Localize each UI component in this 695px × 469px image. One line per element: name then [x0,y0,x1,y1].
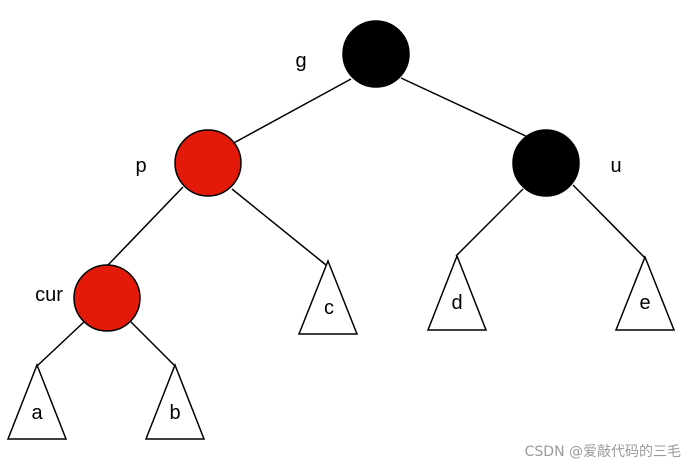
subtrees [6,253,676,440]
edge-g-p [229,78,352,146]
subtree-a-triangle [6,362,68,440]
subtree-e-triangle [614,254,676,331]
subtree-a-label: a [31,402,43,424]
subtree-d-triangle [426,253,488,331]
subtree-b-triangle [144,362,206,440]
subtree-c-triangle [297,258,359,335]
watermark: CSDN @爱敲代码的三毛 [524,444,681,460]
edge-p-c [231,188,327,266]
node-cur [73,264,141,332]
node-g-label: g [295,50,306,72]
tree-edges [36,77,646,367]
edge-cur-a [36,320,86,367]
node-p [174,129,242,197]
edge-p-cur [107,186,184,266]
subtree-d-label: d [451,292,462,314]
node-u [512,129,580,197]
subtree-b-label: b [169,402,180,424]
node-u-label: u [610,155,621,177]
subtree-e-label: e [639,292,650,314]
node-g [342,20,410,88]
edge-u-d [455,188,524,257]
node-cur-label: cur [35,284,63,306]
edge-g-u [400,77,531,139]
node-p-label: p [135,155,146,177]
edge-u-e [572,184,646,259]
subtree-c-label: c [324,297,334,319]
edge-cur-b [129,320,176,367]
